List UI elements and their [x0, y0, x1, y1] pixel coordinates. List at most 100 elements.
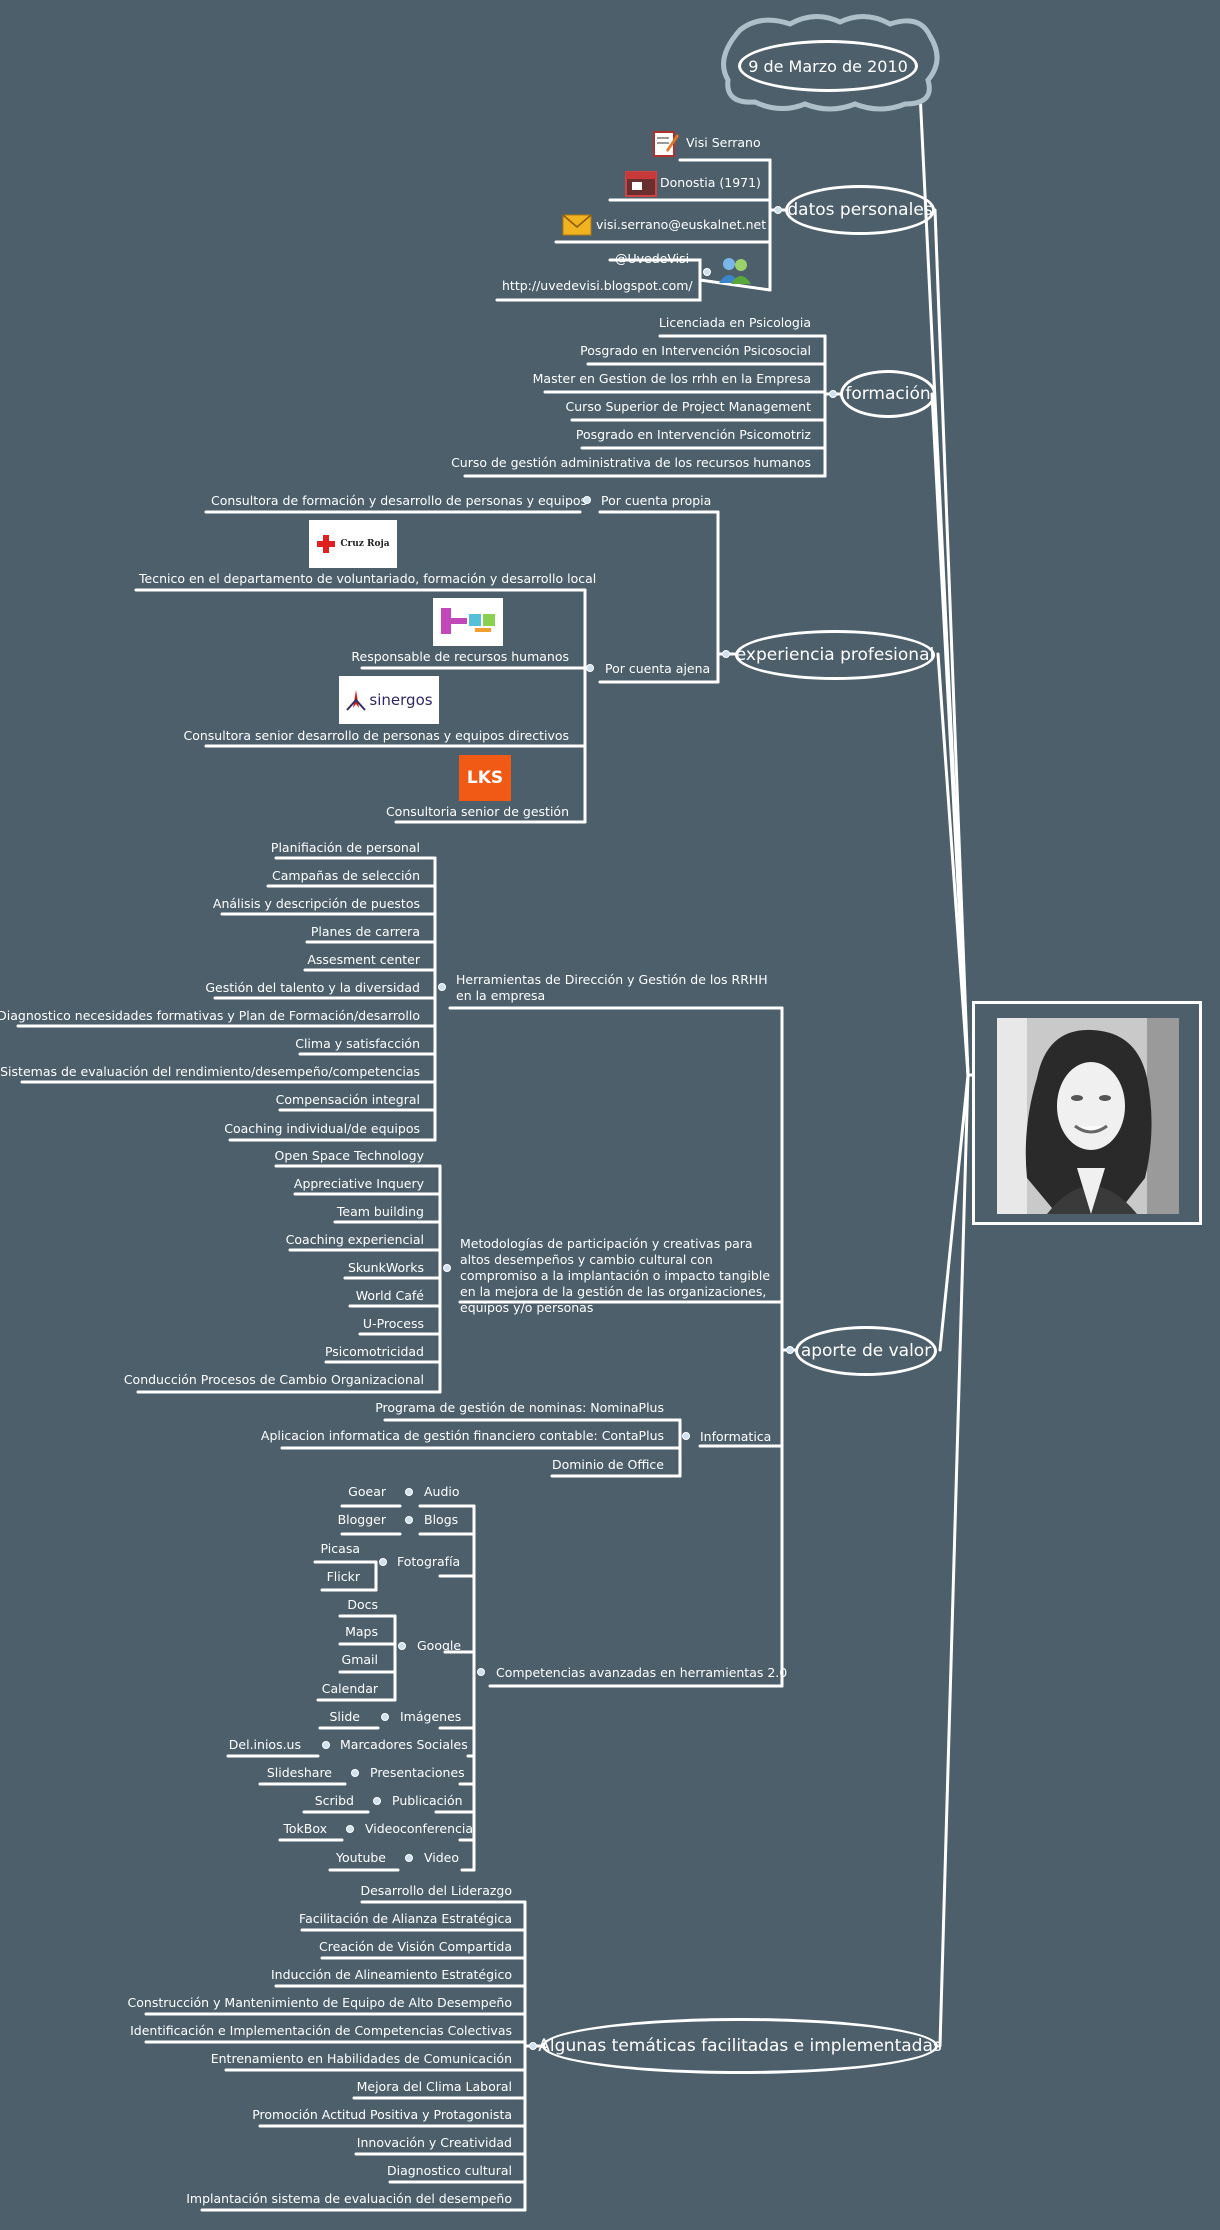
node-formacion[interactable]: formación — [840, 370, 936, 418]
people-icon — [718, 255, 752, 289]
tem-item-5: Construcción y Mantenimiento de Equipo d… — [127, 1995, 512, 2010]
info-item-3: Dominio de Office — [551, 1457, 664, 1472]
tem-item-9: Promoción Actitud Positiva y Protagonist… — [252, 2107, 512, 2122]
tem-item-2: Facilitación de Alianza Estratégica — [299, 1911, 512, 1926]
comp-presentaciones-item: Slideshare — [266, 1765, 332, 1780]
formacion-node-dot[interactable] — [829, 390, 837, 398]
datos-twitter[interactable]: @UvedeVisi — [615, 251, 690, 266]
comp-marcadores-label: Marcadores Sociales — [340, 1737, 468, 1752]
exp-ajena-dot[interactable] — [586, 664, 594, 672]
comp-presentaciones-dot[interactable] — [351, 1769, 359, 1777]
exp-propia-label: Por cuenta propia — [601, 493, 712, 508]
comp-google-item-4: Calendar — [321, 1681, 378, 1696]
formacion-item-3: Master en Gestion de los rrhh en la Empr… — [532, 371, 811, 386]
datos-birth: Donostia (1971) — [660, 175, 761, 190]
tem-item-3: Creación de Visión Compartida — [319, 1939, 512, 1954]
exp-ajena-item-2: Responsable de recursos humanos — [351, 649, 569, 664]
met-item-5: SkunkWorks — [347, 1260, 424, 1275]
hr-logo — [433, 598, 503, 646]
comp-blogs-item: Blogger — [337, 1512, 386, 1527]
formacion-item-4: Curso Superior de Project Management — [565, 399, 811, 414]
met-item-6: World Café — [355, 1288, 424, 1303]
met-item-9: Conducción Procesos de Cambio Organizaci… — [123, 1372, 424, 1387]
met-item-7: U-Process — [362, 1316, 424, 1331]
comp-blogs-label: Blogs — [424, 1512, 459, 1527]
info-dot[interactable] — [682, 1432, 690, 1440]
envelope-icon — [562, 214, 592, 240]
exp-ajena-item-4: Consultoria senior de gestión — [385, 804, 569, 819]
formacion-item-1: Licenciada en Psicologia — [658, 315, 811, 330]
exp-ajena-item-1: Tecnico en el departamento de voluntaria… — [139, 571, 597, 586]
cruz-roja-logo: Cruz Roja — [309, 520, 397, 568]
comp-imagenes-dot[interactable] — [381, 1713, 389, 1721]
comp-blogs-dot[interactable] — [405, 1516, 413, 1524]
herr-item-7: Diagnostico necesidades formativas y Pla… — [0, 1008, 420, 1023]
herr-item-5: Assesment center — [307, 952, 420, 967]
tem-item-8: Mejora del Clima Laboral — [356, 2079, 512, 2094]
aporte-node-dot[interactable] — [786, 1346, 794, 1354]
herr-dot[interactable] — [438, 983, 446, 991]
comp-marcadores-dot[interactable] — [322, 1741, 330, 1749]
profile-photo — [997, 1018, 1179, 1214]
exp-ajena-label: Por cuenta ajena — [605, 661, 711, 676]
herr-item-1: Planifiación de personal — [270, 840, 420, 855]
aporte-title: aporte de valor — [800, 1341, 932, 1361]
tem-item-10: Innovación y Creatividad — [356, 2135, 512, 2150]
datos-blog[interactable]: http://uvedevisi.blogspot.com/ — [502, 278, 693, 293]
node-tematicas[interactable]: Algunas temáticas facilitadas e implemen… — [538, 2018, 942, 2074]
info-label: Informatica — [700, 1429, 772, 1444]
comp-dot[interactable] — [477, 1668, 485, 1676]
exp-propia-dot[interactable] — [583, 496, 591, 504]
comp-google-item-2: Maps — [345, 1624, 378, 1639]
comp-label: Competencias avanzadas en herramientas 2… — [496, 1665, 788, 1680]
herr-item-4: Planes de carrera — [310, 924, 420, 939]
root-title: 9 de Marzo de 2010 — [748, 56, 908, 76]
comp-videoconf-dot[interactable] — [346, 1825, 354, 1833]
info-item-1: Programa de gestión de nominas: NominaPl… — [375, 1400, 664, 1415]
tem-item-11: Diagnostico cultural — [386, 2163, 512, 2178]
met-label: Metodologías de participación y creativa… — [460, 1236, 771, 1315]
datos-email[interactable]: visi.serrano@euskalnet.net — [596, 217, 767, 232]
formacion-item-5: Posgrado en Intervención Psicomotriz — [575, 427, 811, 442]
lks-logo: LKS — [459, 755, 511, 801]
comp-audio-item: Goear — [348, 1484, 386, 1499]
node-datos-personales[interactable]: datos personales — [785, 185, 935, 235]
comp-imagenes-item: Slide — [329, 1709, 360, 1724]
comp-google-item-3: Gmail — [341, 1652, 378, 1667]
formacion-item-2: Posgrado en Intervención Psicosocial — [580, 343, 811, 358]
comp-presentaciones-label: Presentaciones — [370, 1765, 465, 1780]
calendar-icon — [624, 168, 658, 202]
comp-google-dot[interactable] — [398, 1642, 406, 1650]
comp-video-item: Youtube — [336, 1850, 386, 1865]
comp-video-dot[interactable] — [405, 1854, 413, 1862]
node-aporte[interactable]: aporte de valor — [795, 1326, 937, 1376]
root-node[interactable]: 9 de Marzo de 2010 — [738, 40, 918, 92]
experiencia-node-dot[interactable] — [722, 650, 730, 658]
datos-social-dot[interactable] — [703, 268, 711, 276]
met-item-1: Open Space Technology — [274, 1148, 424, 1163]
comp-audio-dot[interactable] — [405, 1488, 413, 1496]
comp-foto-dot[interactable] — [379, 1558, 387, 1566]
sinergos-logo: sinergos — [339, 676, 439, 724]
comp-videoconf-item: TokBox — [283, 1821, 327, 1836]
herr-item-3: Análisis y descripción de puestos — [212, 896, 420, 911]
comp-publicacion-dot[interactable] — [373, 1797, 381, 1805]
comp-google-label: Google — [417, 1638, 462, 1653]
met-item-4: Coaching experiencial — [285, 1232, 424, 1247]
comp-foto-item-2: Flickr — [326, 1569, 360, 1584]
herr-item-8: Clima y satisfacción — [295, 1036, 420, 1051]
comp-videoconf-label: Videoconferencia — [365, 1821, 474, 1836]
node-experiencia[interactable]: experiencia profesional — [735, 630, 935, 680]
tem-item-4: Inducción de Alineamiento Estratégico — [270, 1967, 512, 1982]
met-item-2: Appreciative Inquery — [293, 1176, 424, 1191]
datos-node-dot[interactable] — [774, 206, 782, 214]
formacion-item-6: Curso de gestión administrativa de los r… — [451, 455, 811, 470]
tem-item-6: Identificación e Implementación de Compe… — [130, 2023, 512, 2038]
met-dot[interactable] — [443, 1264, 451, 1272]
tematicas-node-dot[interactable] — [529, 2042, 537, 2050]
cruz-roja-logo-text: Cruz Roja — [340, 539, 390, 549]
herr-item-2: Campañas de selección — [272, 868, 420, 883]
comp-audio-label: Audio — [424, 1484, 460, 1499]
experiencia-title: experiencia profesional — [735, 645, 935, 665]
comp-publicacion-label: Publicación — [392, 1793, 463, 1808]
